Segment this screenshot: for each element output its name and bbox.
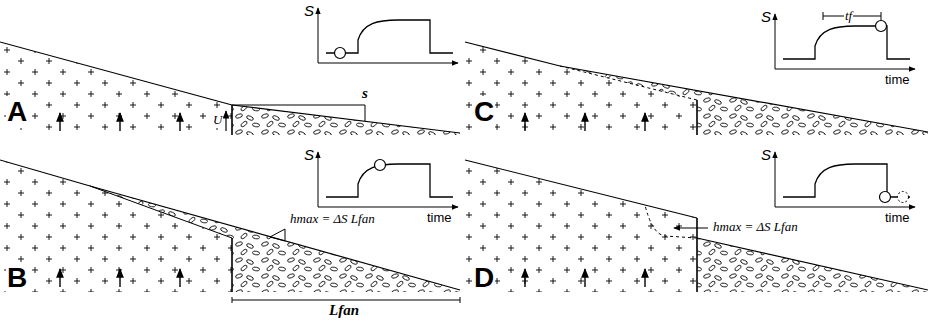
slope-reference-line (232, 105, 365, 121)
axis-label: S (303, 2, 315, 19)
uplift-arrow (179, 113, 180, 131)
fan-surface (697, 238, 928, 290)
slope-history-curve (783, 164, 910, 197)
uplift-arrow (179, 269, 180, 287)
retreat-arrow (674, 228, 708, 229)
throw-label: U (212, 112, 223, 128)
fault-line (231, 105, 233, 135)
fan-surface (232, 105, 460, 133)
duration-label: tf (844, 8, 853, 24)
uplift-arrow (644, 269, 645, 287)
uplift-arrow (584, 113, 585, 131)
uplift-arrow (59, 269, 60, 287)
hillslope-surface (0, 42, 232, 105)
bedrock-fill (0, 42, 232, 135)
inset-axis (775, 14, 776, 69)
fan-fill (560, 66, 697, 100)
buried-bedrock-surface (90, 186, 232, 238)
uplift-arrow (524, 269, 525, 287)
inset-axis (318, 8, 319, 63)
axis-label: time (884, 72, 911, 87)
fan-fill (697, 91, 928, 135)
inset-axis (775, 152, 776, 207)
uplift-arrow (119, 113, 120, 131)
time-marker (876, 21, 887, 32)
fan-fill (232, 105, 460, 135)
slope-history-curve (326, 164, 453, 197)
axis-label: time (884, 210, 911, 225)
axis-label: S (760, 146, 772, 163)
panel-letter: A (6, 96, 28, 128)
inset-axis (318, 207, 458, 208)
panel-letter: B (6, 262, 28, 294)
panel-letter: C (473, 96, 495, 128)
uplift-arrow (119, 269, 120, 287)
axis-label: S (303, 146, 315, 163)
time-marker (335, 48, 346, 59)
bedrock-fill (465, 160, 697, 292)
incision-profile (645, 205, 697, 238)
time-marker-future (898, 192, 909, 203)
fan-surface (90, 186, 460, 290)
fault-line (231, 238, 233, 292)
throw-arrow (225, 111, 226, 131)
hillslope-surface (465, 160, 697, 218)
hmax-triangle (270, 229, 285, 241)
bedrock-fill (465, 42, 697, 135)
hillslope-surface (0, 160, 90, 186)
uplift-arrow (644, 113, 645, 131)
hillslope-surface (465, 42, 560, 66)
slope-label: s (361, 85, 369, 102)
length-label: Lfan (328, 302, 360, 319)
axis-label: S (760, 8, 772, 25)
fan-fill (90, 186, 460, 292)
hmax-label: hmax = ΔS Lfan (712, 219, 799, 235)
bedrock-fill (0, 160, 232, 292)
uplift-arrow (59, 113, 60, 131)
fault-line (696, 100, 698, 135)
hmax-label: hmax = ΔS Lfan (289, 211, 376, 227)
slope-history-curve (326, 20, 453, 53)
former-surface (560, 66, 697, 100)
axis-label: time (426, 210, 453, 225)
inset-axis (775, 69, 915, 70)
inset-axis (775, 207, 915, 208)
inset-axis (318, 63, 458, 64)
slope-history-curve (783, 26, 910, 59)
fault-line (696, 218, 698, 292)
fan-fill (697, 238, 928, 292)
length-bracket (232, 300, 460, 301)
panel-letter: D (473, 262, 495, 294)
uplift-arrow (584, 269, 585, 287)
time-marker (880, 192, 891, 203)
time-marker (375, 160, 386, 171)
uplift-arrow (524, 113, 525, 131)
inset-axis (318, 152, 319, 207)
fan-surface (560, 66, 928, 132)
